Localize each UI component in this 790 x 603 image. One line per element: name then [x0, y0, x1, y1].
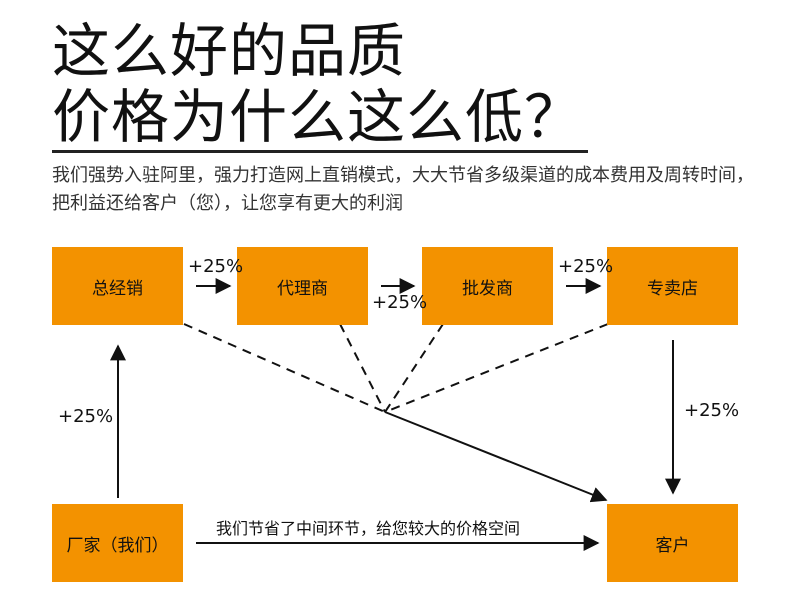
description-text: 我们强势入驻阿里，强力打造网上直销模式，大大节省多级渠道的成本费用及周转时间，把…	[52, 165, 754, 214]
label-factory-to-general: +25%	[58, 406, 114, 427]
node-factory: 厂家（我们）	[52, 504, 183, 582]
label-factory-to-customer: 我们节省了中间环节，给您较大的价格空间	[216, 519, 521, 538]
node-store: 专卖店	[607, 247, 738, 325]
headline-line-2: 价格为什么这么低？	[52, 83, 584, 151]
title-divider	[52, 150, 588, 153]
dashed-store	[384, 323, 609, 413]
label-store-to-customer: +25%	[684, 400, 740, 421]
label-general-to-agent: +25%	[188, 256, 244, 277]
node-general-distributor: 总经销	[52, 247, 183, 325]
label-wholesaler-to-store: +25%	[558, 256, 614, 277]
node-agent: 代理商	[237, 247, 368, 325]
label-agent-to-wholesaler: +25%	[372, 292, 428, 313]
dashed-agent	[339, 323, 386, 413]
dashed-wholesaler	[384, 323, 444, 413]
node-customer: 客户	[607, 504, 738, 582]
dashed-general	[183, 323, 386, 413]
arrow-junction-to-customer	[384, 411, 608, 503]
node-wholesaler: 批发商	[422, 247, 553, 325]
headline-line-1: 这么好的品质	[52, 17, 407, 85]
